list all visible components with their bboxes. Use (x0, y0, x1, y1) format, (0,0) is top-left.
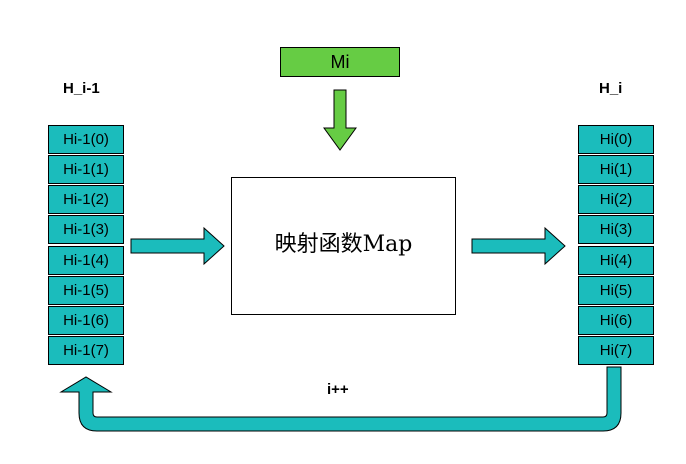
right-array-cell: Hi(5) (578, 276, 654, 305)
right-array-cell: Hi(6) (578, 306, 654, 335)
left-array-cell: Hi-1(4) (48, 246, 124, 275)
left-array-cell: Hi-1(6) (48, 306, 124, 335)
left-array-cell: Hi-1(5) (48, 276, 124, 305)
left-array-cell: Hi-1(0) (48, 125, 124, 154)
left-array-cell: Hi-1(7) (48, 336, 124, 365)
right-array-cell: Hi(3) (578, 215, 654, 244)
left-array-cell: Hi-1(3) (48, 215, 124, 244)
left-array-cell: Hi-1(1) (48, 155, 124, 184)
right-array-cell: Hi(2) (578, 185, 654, 214)
right-array-cell: Hi(0) (578, 125, 654, 154)
input-block-label: Mi (330, 51, 350, 72)
right-arrow-left-icon (130, 226, 225, 266)
right-arrow-right-icon (471, 226, 566, 266)
left-array-cell: Hi-1(2) (48, 185, 124, 214)
right-array-title: H_i (599, 80, 623, 97)
right-array-cell: Hi(4) (578, 246, 654, 275)
left-array-title: H_i-1 (63, 80, 100, 97)
input-block-mi: Mi (280, 47, 400, 77)
loop-back-arrow-icon (59, 366, 622, 432)
map-function-label: 映射函数Map (274, 232, 413, 257)
right-array-cell: Hi(1) (578, 155, 654, 184)
right-array-cell: Hi(7) (578, 336, 654, 365)
map-function-box: 映射函数Map (231, 177, 456, 315)
down-arrow-icon (323, 89, 357, 151)
loop-label: i++ (327, 381, 349, 398)
